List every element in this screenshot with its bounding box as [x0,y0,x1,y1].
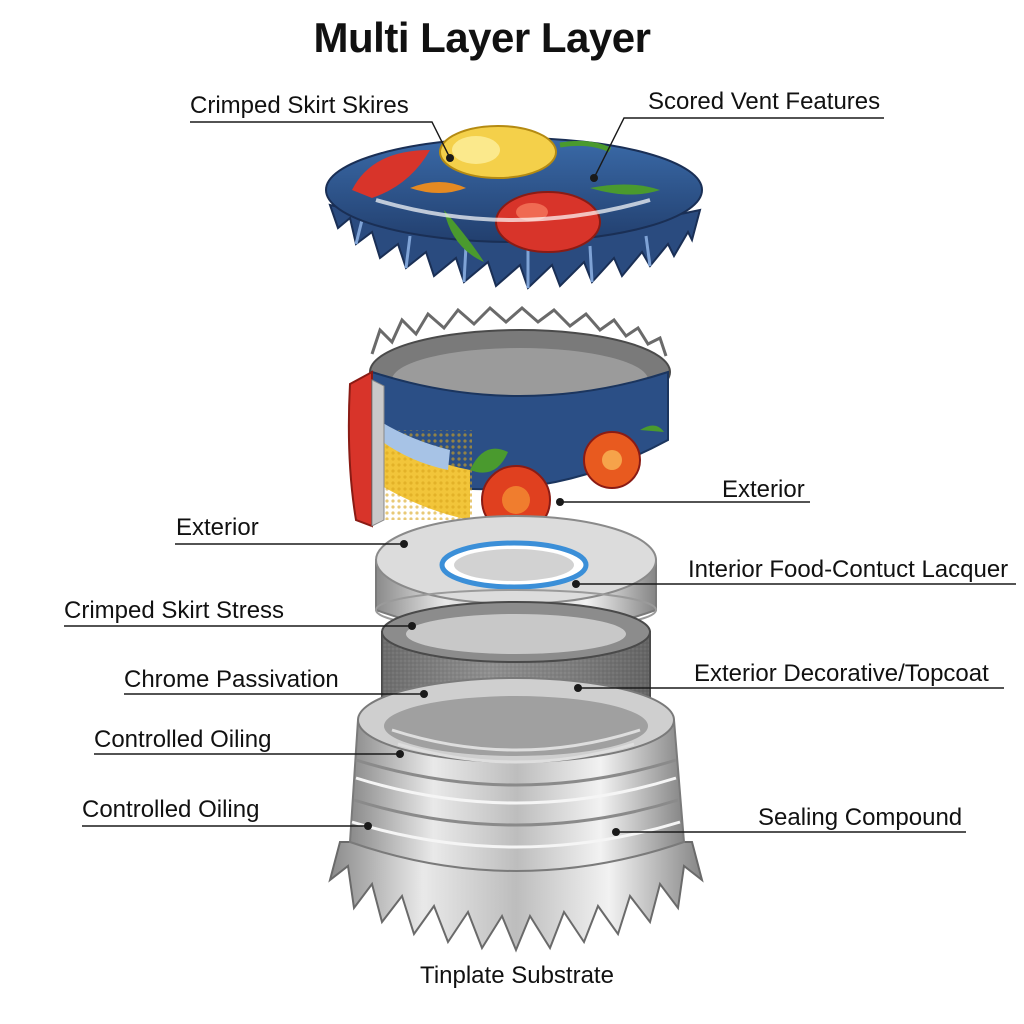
label-controlled-oiling-1: Controlled Oiling [94,726,272,753]
label-exterior-left: Exterior [176,514,259,541]
leader-scored-vent [593,117,884,179]
cap-skirt-band-icon [347,305,671,535]
label-scored-vent-features: Scored Vent Features [648,88,881,115]
bottle-cap-top-icon [325,125,703,290]
label-exterior-decorative: Exterior Decorative/Topcoat [694,660,989,687]
label-chrome-passivation: Chrome Passivation [124,666,339,693]
label-crimped-skirt-skires: Crimped Skirt Skires [190,92,409,119]
label-tinplate-substrate: Tinplate Substrate [420,962,614,989]
leader-lines [64,117,1016,833]
label-interior-lacquer: Interior Food-Contuct Lacquer [688,556,1009,583]
tinplate-base-icon [328,677,704,953]
label-sealing-compound: Sealing Compound [758,804,963,831]
label-crimped-skirt-stress: Crimped Skirt Stress [64,597,285,624]
label-exterior-right: Exterior [722,476,805,503]
leader-crimped-skirt-skires [190,121,451,159]
leader-dots [364,154,620,836]
label-controlled-oiling-2: Controlled Oiling [82,796,260,823]
diagram-title: Multi Layer Layer [313,14,651,61]
